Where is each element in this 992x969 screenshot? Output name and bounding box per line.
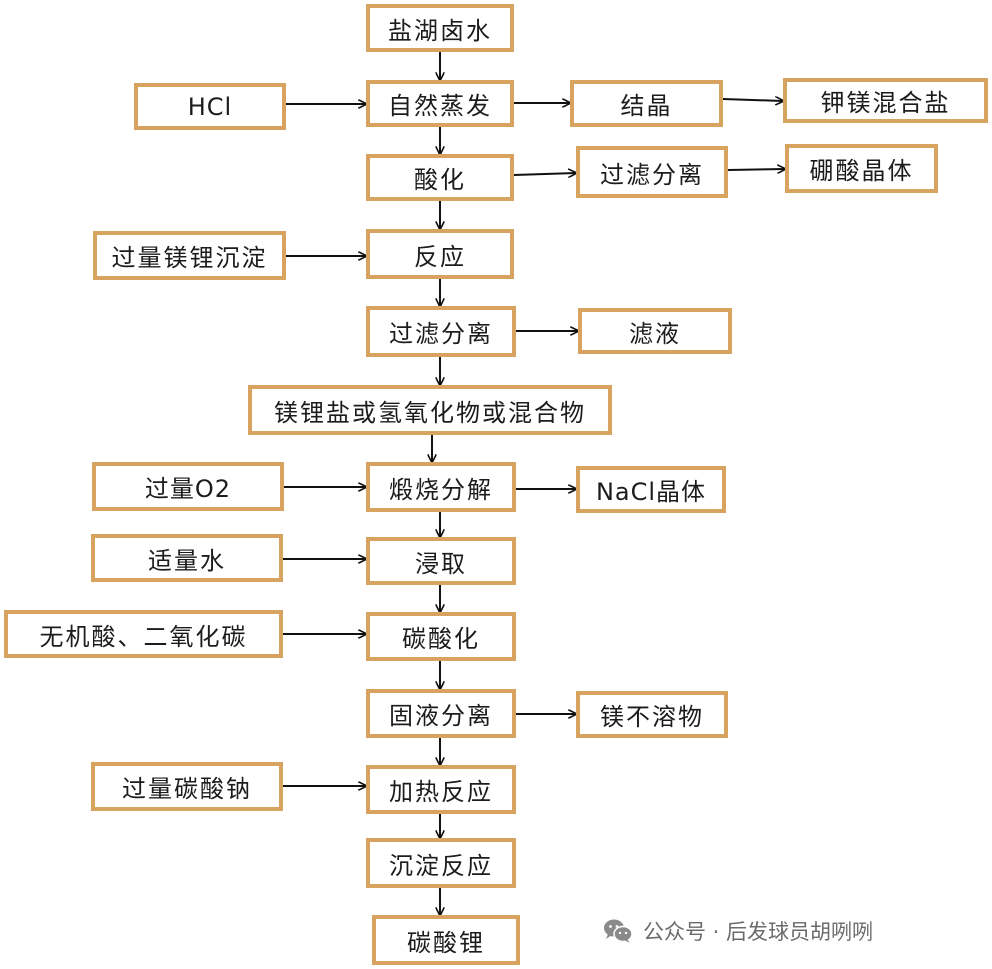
arrow: [727, 169, 785, 170]
watermark: 公众号 · 后发球员胡咧咧: [603, 916, 873, 946]
node-reaction: 反应: [366, 229, 514, 279]
node-crystallization: 结晶: [570, 80, 723, 127]
node-water: 适量水: [91, 534, 283, 582]
node-boric-acid-crystal: 硼酸晶体: [785, 144, 938, 193]
arrow: [722, 99, 783, 101]
node-solid-liquid-separation: 固液分离: [366, 689, 516, 738]
node-hcl: HCl: [134, 83, 286, 130]
node-filtration-2: 过滤分离: [366, 306, 516, 357]
node-calcination: 煅烧分解: [366, 462, 516, 512]
node-acidification: 酸化: [366, 154, 514, 201]
node-precipitation-reaction: 沉淀反应: [366, 838, 516, 888]
node-natural-evaporation: 自然蒸发: [366, 80, 514, 127]
node-excess-sodium-carbonate: 过量碳酸钠: [91, 762, 283, 811]
node-k-mg-mixed-salt: 钾镁混合盐: [783, 78, 988, 123]
node-mg-insolubles: 镁不溶物: [576, 691, 728, 738]
node-excess-o2: 过量O2: [92, 462, 284, 511]
node-brine: 盐湖卤水: [366, 4, 514, 52]
node-filtrate: 滤液: [578, 308, 732, 354]
node-excess-mg-li-precipitate: 过量镁锂沉淀: [93, 231, 286, 280]
node-carbonation: 碳酸化: [366, 612, 516, 661]
node-mg-li-mixture: 镁锂盐或氢氧化物或混合物: [248, 385, 612, 435]
watermark-text: 公众号 · 后发球员胡咧咧: [643, 920, 874, 944]
node-heating-reaction: 加热反应: [366, 765, 516, 814]
node-filtration-1: 过滤分离: [576, 146, 728, 198]
wechat-icon: [604, 919, 633, 943]
node-nacl-crystal: NaCl晶体: [576, 466, 726, 513]
node-lithium-carbonate: 碳酸锂: [372, 915, 520, 965]
node-leaching: 浸取: [366, 537, 516, 585]
node-acid-co2: 无机酸、二氧化碳: [4, 610, 283, 658]
arrow: [513, 173, 576, 175]
